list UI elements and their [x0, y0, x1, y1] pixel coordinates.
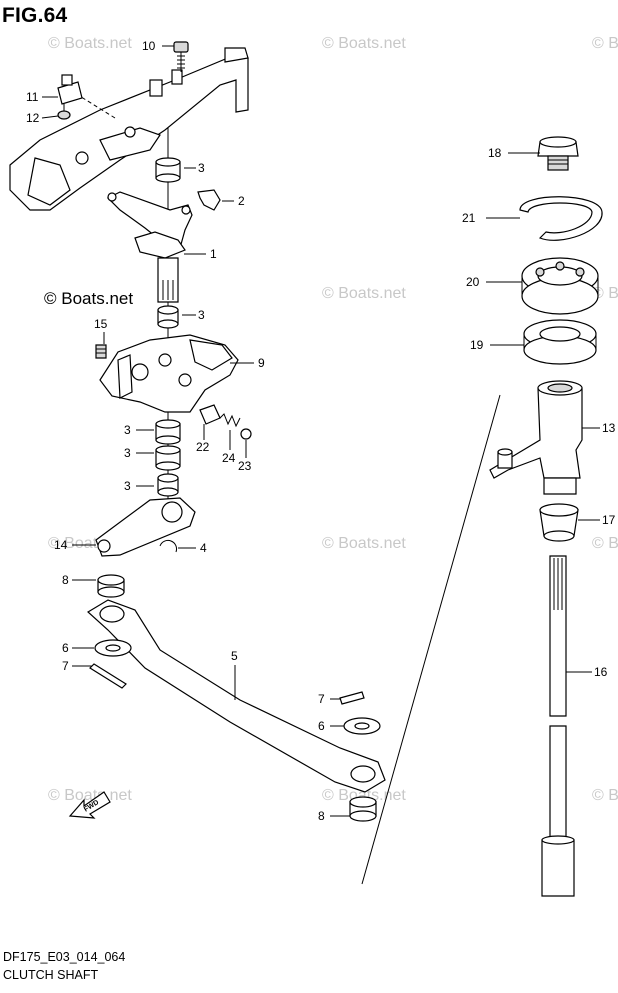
callout-3: 3: [124, 423, 131, 437]
collar-3-top: [155, 157, 181, 183]
shift-arm-13: [489, 380, 583, 495]
watermark: © Boats.net: [592, 787, 618, 804]
callout-16: 16: [594, 665, 608, 679]
callout-23: 23: [238, 459, 252, 473]
callout-14: 14: [54, 538, 68, 552]
watermark-prominent: © Boats.net: [44, 289, 133, 308]
callout-18: 18: [488, 146, 502, 160]
figure-title: FIG.64: [2, 4, 68, 27]
watermark: © Boats.net: [592, 535, 618, 552]
callout-8: 8: [318, 809, 325, 823]
reference-line: [361, 394, 501, 885]
watermark: © Boats.net: [592, 35, 618, 52]
washer-6-left: [94, 639, 132, 657]
model-code: DF175_E03_014_064: [3, 950, 126, 964]
callout-19: 19: [470, 338, 484, 352]
callout-22: 22: [196, 440, 210, 454]
callout-3: 3: [124, 479, 131, 493]
callout-3: 3: [124, 446, 131, 460]
callout-7: 7: [62, 659, 69, 673]
watermark: © Boats.net: [322, 35, 406, 52]
spring-24: [219, 413, 241, 428]
callout-20: 20: [466, 275, 480, 289]
bearing-20: [521, 257, 599, 315]
collar-3-stack-2: [155, 445, 181, 471]
clip-11: [57, 74, 83, 105]
clutch-shaft-16: [541, 555, 575, 897]
bushing-8-upper: [97, 574, 125, 598]
callout-15: 15: [94, 317, 108, 331]
callout-4: 4: [200, 541, 207, 555]
bushing-17: [539, 503, 579, 542]
circlip-21: [519, 196, 603, 241]
callout-labels: 10 11 12 3 2 1 3 15 9 3 3 3 22 24 23 14 …: [26, 39, 616, 823]
shift-housing-9: [99, 334, 239, 413]
callout-6: 6: [62, 641, 69, 655]
screw-12: [57, 104, 71, 120]
callout-5: 5: [231, 649, 238, 663]
watermark: © Boats.net: [48, 787, 132, 804]
spring-2: [197, 189, 221, 211]
callout-6: 6: [318, 719, 325, 733]
shift-lever-1: [106, 191, 193, 303]
callout-7: 7: [318, 692, 325, 706]
screw-15: [95, 344, 107, 359]
oil-seal-19: [523, 319, 597, 365]
collar-3-stack-1: [155, 419, 181, 445]
collar-3-stack-3: [157, 473, 179, 497]
callout-13: 13: [602, 421, 616, 435]
leader-lines: [41, 45, 600, 817]
detent-22: [199, 404, 221, 425]
callout-1: 1: [210, 247, 217, 261]
collar-3-mid: [157, 305, 179, 329]
callout-8: 8: [62, 573, 69, 587]
callout-3: 3: [198, 308, 205, 322]
lever-14: [95, 497, 196, 557]
watermark: © Boats.net: [322, 535, 406, 552]
cotter-pin-7-left: [89, 663, 127, 689]
callout-17: 17: [602, 513, 616, 527]
callout-2: 2: [238, 194, 245, 208]
bolt-10: [173, 41, 189, 72]
callout-11: 11: [26, 90, 39, 104]
figure-name: CLUTCH SHAFT: [3, 968, 99, 982]
shift-rod-5: [86, 599, 386, 793]
ball-23: [240, 428, 252, 440]
watermark: © Boats.net: [48, 35, 132, 52]
callout-24: 24: [222, 451, 236, 465]
watermark: © Boats.net: [322, 285, 406, 302]
callout-3: 3: [198, 161, 205, 175]
cotter-pin-7-right: [339, 691, 365, 705]
shift-bracket: [9, 47, 249, 211]
callout-12: 12: [26, 111, 40, 125]
callout-10: 10: [142, 39, 156, 53]
washer-6-right: [343, 717, 381, 735]
clip-4: [159, 539, 178, 553]
bushing-8-lower: [349, 796, 377, 822]
callout-9: 9: [258, 356, 265, 370]
plug-18: [537, 136, 579, 171]
callout-21: 21: [462, 211, 476, 225]
